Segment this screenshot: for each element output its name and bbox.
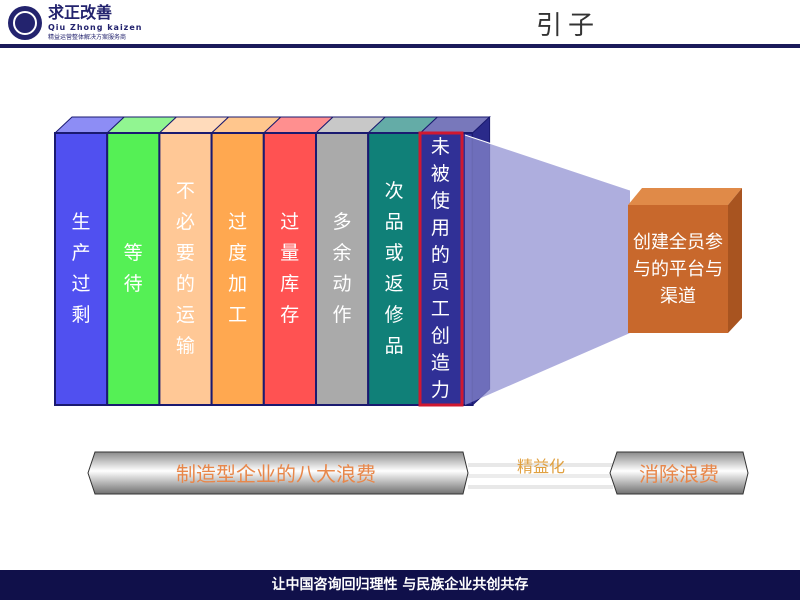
- platform-box-side: [728, 188, 742, 333]
- waste-column: [210, 132, 265, 406]
- goal-banner-label: 消除浪费: [639, 462, 719, 486]
- waste-column: [54, 132, 109, 406]
- lean-label: 精益化: [517, 457, 565, 476]
- waste-label: 过度加工: [228, 211, 248, 326]
- footer-slogan: 让中国咨询回归理性 与民族企业共创共存: [271, 577, 529, 593]
- logo-tagline: 精益运营整体解决方案服务商: [48, 34, 127, 41]
- platform-box-top: [628, 188, 742, 205]
- connector-lines: [468, 463, 613, 489]
- waste-column-label-wrap: 次品或返修品: [368, 133, 420, 405]
- waste-label: 不必要的运输: [175, 180, 195, 357]
- waste-column-label-wrap: 多余动作: [316, 133, 368, 405]
- platform-box-front: [628, 205, 728, 333]
- header-divider: [0, 44, 800, 48]
- waste-label: 未被使用的员工创造力: [430, 136, 450, 401]
- waste-column-label-wrap: 等待: [107, 133, 159, 405]
- waste-label: 过量库存: [280, 211, 300, 326]
- logo-name-cn: 求正改善: [48, 3, 113, 22]
- waste-column-label-wrap: 未被使用的员工创造力: [414, 133, 466, 405]
- logo-name-en: Qiu Zhong kaizen: [48, 23, 143, 32]
- waste-label: 生产过剩: [71, 211, 91, 326]
- slide-title: 引子: [535, 11, 600, 41]
- waste-label: 等待: [123, 242, 143, 295]
- waste-column-label-wrap: 不必要的运输: [159, 133, 211, 405]
- waste-column-label-wrap: 过度加工: [212, 133, 264, 405]
- logo-emblem-icon: [8, 6, 42, 40]
- company-logo: 求正改善 Qiu Zhong kaizen 精益运营整体解决方案服务商: [8, 4, 198, 44]
- goal-banner: [609, 451, 749, 495]
- funnel-projection: [465, 135, 630, 405]
- waste-banner-label: 制造型企业的八大浪费: [176, 462, 376, 486]
- platform-label: 创建全员参与的平台与渠道: [633, 231, 723, 307]
- highlight-frame: [418, 131, 464, 407]
- footer-bar: 让中国咨询回归理性 与民族企业共创共存: [0, 570, 800, 600]
- waste-column: [315, 132, 370, 406]
- waste-column-label-wrap: 过量库存: [264, 133, 316, 405]
- waste-label: 次品或返修品: [384, 180, 404, 357]
- waste-label: 多余动作: [332, 211, 352, 326]
- waste-column-label-wrap: 生产过剩: [55, 133, 107, 405]
- waste-banner: [87, 451, 469, 495]
- platform-box: 创建全员参与的平台与渠道: [628, 205, 728, 333]
- waste-column: [262, 132, 317, 406]
